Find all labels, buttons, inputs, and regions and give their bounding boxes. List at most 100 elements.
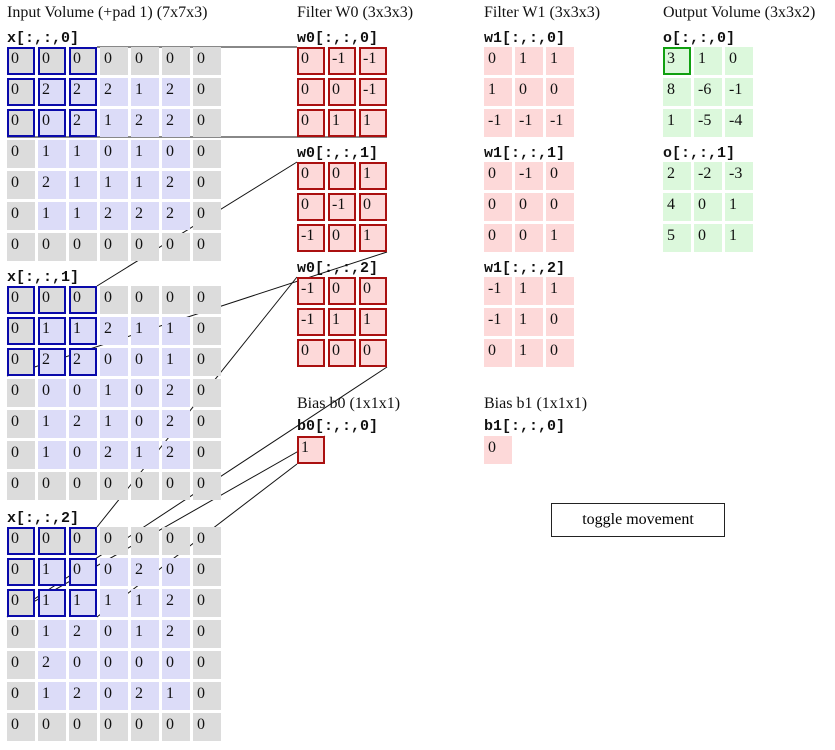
input-cell: 1 [100, 109, 128, 137]
input-cell: 1 [100, 171, 128, 199]
input-cell: 1 [38, 441, 66, 469]
filter-cell: 1 [546, 277, 574, 305]
input-cell: 0 [69, 47, 97, 75]
input-cell: 1 [69, 171, 97, 199]
filter-w0-slice-label: w0[:,:,2] [297, 260, 379, 277]
input-cell: 0 [131, 410, 159, 438]
input-cell: 0 [7, 410, 35, 438]
filter-cell: 1 [359, 308, 387, 336]
toggle-movement-button[interactable]: toggle movement [551, 503, 725, 537]
input-cell: 2 [100, 202, 128, 230]
output-cell: 1 [663, 109, 691, 137]
filter-cell: -1 [359, 47, 387, 75]
input-cell: 0 [193, 713, 221, 741]
input-cell: 0 [162, 558, 190, 586]
input-cell: 2 [162, 202, 190, 230]
input-cell: 0 [131, 379, 159, 407]
filter-w0-slice-label: w0[:,:,0] [297, 30, 379, 47]
input-cell: 0 [7, 379, 35, 407]
input-cell: 0 [69, 441, 97, 469]
filter-w1-title: Filter W1 (3x3x3) [484, 4, 601, 21]
filter-cell: -1 [484, 109, 512, 137]
output-cell: 8 [663, 78, 691, 106]
output-cell: -2 [694, 162, 722, 190]
input-cell: 0 [69, 286, 97, 314]
input-cell: 0 [7, 171, 35, 199]
input-cell: 1 [38, 682, 66, 710]
filter-cell: 0 [515, 78, 543, 106]
output-cell: 5 [663, 224, 691, 252]
input-cell: 0 [193, 589, 221, 617]
output-cell: 0 [725, 47, 753, 75]
input-cell: 0 [7, 78, 35, 106]
input-cell: 0 [193, 140, 221, 168]
input-cell: 0 [7, 47, 35, 75]
input-cell: 0 [7, 317, 35, 345]
input-cell: 2 [38, 348, 66, 376]
output-cell: -1 [725, 78, 753, 106]
output-cell: 0 [694, 193, 722, 221]
input-cell: 0 [38, 379, 66, 407]
filter-cell: 1 [515, 339, 543, 367]
input-cell: 0 [193, 527, 221, 555]
input-cell: 0 [131, 47, 159, 75]
filter-cell: 0 [328, 224, 356, 252]
input-cell: 0 [162, 233, 190, 261]
input-cell: 1 [38, 589, 66, 617]
input-cell: 1 [69, 140, 97, 168]
filter-cell: 0 [546, 193, 574, 221]
input-cell: 2 [162, 78, 190, 106]
input-cell: 0 [7, 348, 35, 376]
output-cell: 4 [663, 193, 691, 221]
output-cell: 1 [694, 47, 722, 75]
filter-cell: 0 [359, 193, 387, 221]
input-cell: 0 [131, 527, 159, 555]
input-cell: 0 [162, 472, 190, 500]
filter-cell: 0 [328, 339, 356, 367]
filter-cell: 1 [546, 224, 574, 252]
filter-cell: 1 [484, 78, 512, 106]
output-cell: -3 [725, 162, 753, 190]
input-cell: 0 [7, 109, 35, 137]
filter-cell: 0 [297, 109, 325, 137]
input-cell: 0 [38, 286, 66, 314]
filter-cell: 1 [328, 308, 356, 336]
input-cell: 0 [131, 286, 159, 314]
bias-cell: 0 [484, 436, 512, 464]
filter-cell: -1 [297, 224, 325, 252]
input-cell: 0 [69, 379, 97, 407]
input-cell: 1 [131, 317, 159, 345]
input-cell: 1 [131, 140, 159, 168]
input-cell: 0 [193, 78, 221, 106]
input-cell: 0 [100, 348, 128, 376]
filter-cell: 1 [515, 47, 543, 75]
bias-b1-label: b1[:,:,0] [484, 418, 566, 435]
input-cell: 0 [100, 472, 128, 500]
input-cell: 0 [100, 233, 128, 261]
input-cell: 1 [100, 589, 128, 617]
input-cell: 1 [100, 410, 128, 438]
input-cell: 0 [38, 109, 66, 137]
input-cell: 0 [100, 47, 128, 75]
input-cell: 0 [69, 558, 97, 586]
input-cell: 0 [193, 558, 221, 586]
input-cell: 1 [69, 317, 97, 345]
input-cell: 2 [69, 682, 97, 710]
filter-cell: 0 [546, 162, 574, 190]
filter-cell: 0 [484, 47, 512, 75]
input-cell: 2 [38, 651, 66, 679]
input-cell: 1 [131, 171, 159, 199]
output-cell: 0 [694, 224, 722, 252]
input-cell: 0 [193, 348, 221, 376]
input-cell: 0 [69, 651, 97, 679]
output-slice-label: o[:,:,1] [663, 145, 736, 162]
filter-cell: 0 [359, 277, 387, 305]
input-cell: 0 [193, 233, 221, 261]
filter-cell: -1 [297, 277, 325, 305]
filter-cell: 0 [484, 162, 512, 190]
output-cell: 2 [663, 162, 691, 190]
input-cell: 0 [131, 348, 159, 376]
input-cell: 0 [193, 202, 221, 230]
input-cell: 0 [38, 527, 66, 555]
input-cell: 0 [162, 651, 190, 679]
